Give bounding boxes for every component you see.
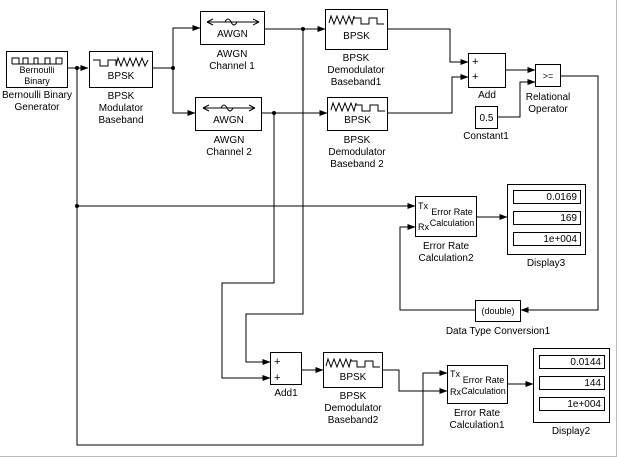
display-value: 0.0169 (513, 190, 581, 204)
port-label-rx: Rx (450, 387, 461, 397)
block-text: Error Rate Calculation (429, 207, 475, 228)
block-text: Binary (24, 76, 50, 86)
block-label: Constant1 (463, 131, 509, 142)
wire-mod-to-awgn2[interactable] (172, 68, 196, 116)
junction-dot (301, 27, 305, 31)
display-value: 1e+004 (539, 397, 605, 411)
block-constant1[interactable]: 0.5 (475, 106, 498, 129)
block-bpsk-modulator-baseband[interactable]: BPSK (89, 51, 153, 88)
block-text: AWGN (213, 115, 244, 126)
block-awgn-channel-2[interactable]: AWGN (195, 97, 262, 131)
wire-demod3-to-erc1-rx[interactable] (383, 369, 448, 394)
block-text: BPSK (343, 31, 370, 42)
block-text: 0.5 (479, 113, 494, 124)
block-add[interactable]: + + (468, 53, 506, 88)
display-value: 169 (513, 211, 581, 225)
junction-dot (171, 66, 175, 70)
block-text: Error Rate Calculation (461, 375, 506, 396)
port-label-tx: Tx (450, 369, 460, 379)
noisy-channel-line-icon (202, 104, 255, 112)
block-display2[interactable]: 0.0144 144 1e+004 (533, 348, 610, 423)
add1-plus-input1: + (274, 356, 281, 368)
wire-awgn2-branch-add1[interactable] (221, 113, 275, 381)
block-label: Add1 (274, 388, 298, 399)
block-bpsk-demodulator-baseband1[interactable]: BPSK (325, 9, 388, 50)
block-data-type-conversion1[interactable]: (double) (475, 300, 521, 322)
block-label: Display3 (526, 258, 566, 269)
display-value: 144 (539, 376, 605, 390)
block-label: Relational Operator (525, 92, 571, 115)
block-label: BPSK Demodulator Baseband1 (327, 53, 385, 88)
block-label: BPSK Modulator Baseband (98, 91, 144, 126)
wire-demod2-to-add[interactable] (388, 74, 469, 114)
display-value: 0.0144 (539, 355, 605, 369)
port-label-rx: Rx (418, 222, 429, 232)
noisy-channel-line-icon (206, 18, 259, 26)
wire-dtc-to-erc2-rx[interactable] (399, 224, 475, 311)
block-error-rate-calculation2[interactable]: Tx Rx Error Rate Calculation (415, 196, 477, 237)
block-bpsk-demodulator-baseband2[interactable]: BPSK (323, 352, 383, 388)
block-text: >= (542, 71, 554, 81)
junction-dot (75, 66, 79, 70)
sine-to-square-waveform-icon (328, 14, 384, 26)
block-label: Error Rate Calculation1 (449, 408, 505, 431)
block-label: Bernoulli Binary Generator (1, 90, 73, 113)
block-error-rate-calculation1[interactable]: Tx Rx Error Rate Calculation (447, 365, 508, 404)
block-text: BPSK (107, 71, 135, 82)
junction-dot (75, 204, 79, 208)
wire-demod1-to-add[interactable] (388, 28, 469, 65)
block-awgn-channel-1[interactable]: AWGN (200, 11, 265, 45)
wire-relop-to-dtc[interactable] (520, 75, 599, 313)
sine-to-square-waveform-icon (325, 357, 380, 369)
block-label: AWGN Channel 2 (206, 135, 252, 158)
sine-to-square-waveform-icon (330, 101, 385, 113)
add-plus-input1: + (472, 56, 479, 68)
block-label: Data Type Conversion1 (445, 326, 551, 337)
add1-plus-input2: + (274, 372, 281, 384)
square-to-sine-waveform-icon (93, 56, 149, 68)
block-bernoulli-binary-generator[interactable]: Bernoulli Binary (6, 51, 68, 88)
block-label: BPSK Demodulator Baseband2 (324, 391, 382, 426)
block-label: Error Rate Calculation2 (418, 241, 474, 264)
wire-bernoulli-branch-bottom[interactable] (76, 68, 448, 446)
block-text: (double) (481, 306, 515, 316)
block-text: AWGN (217, 29, 248, 40)
port-label-tx: Tx (418, 201, 428, 211)
add-plus-input2: + (472, 71, 479, 83)
block-relational-operator[interactable]: >= (535, 64, 561, 87)
block-label: Display2 (551, 426, 591, 437)
block-bpsk-demodulator-baseband-2[interactable]: BPSK (327, 97, 388, 131)
display-value: 1e+004 (513, 232, 581, 246)
wire-mod-to-awgn1[interactable] (172, 25, 201, 68)
wire-constant-to-relop[interactable] (498, 79, 536, 118)
block-text: BPSK (339, 372, 367, 383)
block-text: BPSK (344, 115, 371, 126)
block-label: Add (478, 90, 496, 101)
block-display3[interactable]: 0.0169 169 1e+004 (507, 184, 586, 255)
block-text: Bernoulli (19, 65, 55, 75)
junction-dot (272, 111, 276, 115)
wire-awgn1-branch-add1[interactable] (245, 29, 304, 365)
random-binary-waveform-icon (11, 57, 63, 65)
block-label: AWGN Channel 1 (209, 49, 255, 72)
block-add1[interactable]: + + (270, 352, 302, 385)
block-label: BPSK Demodulator Baseband 2 (328, 135, 386, 170)
